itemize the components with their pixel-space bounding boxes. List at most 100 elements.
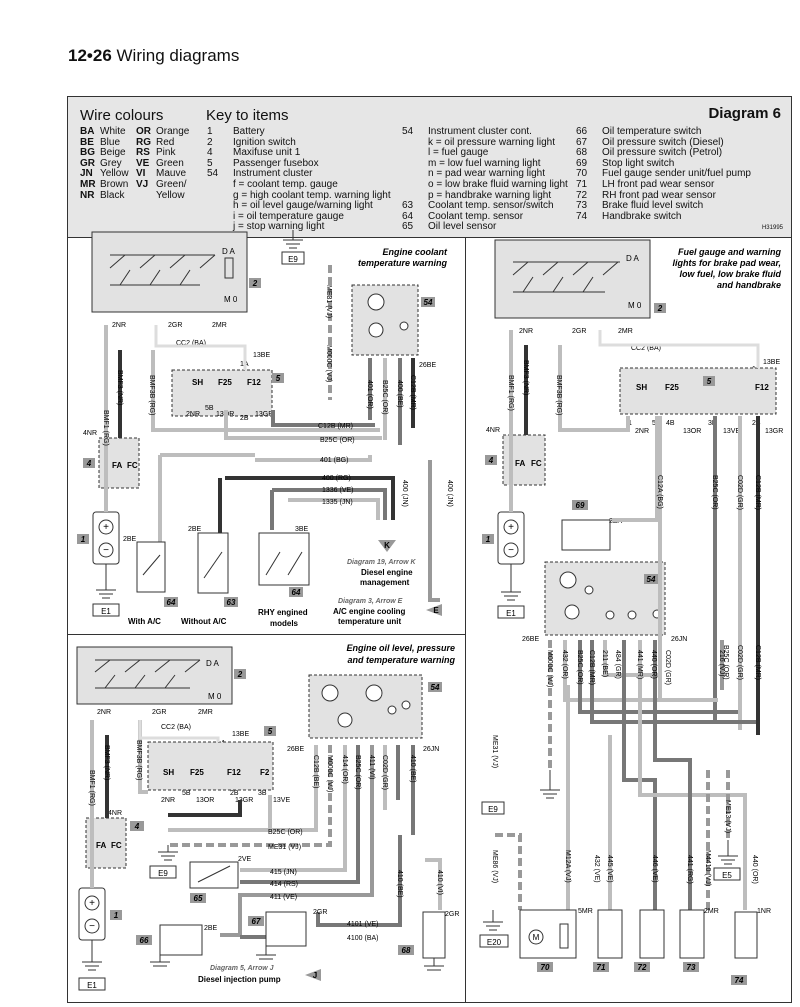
fusebox-a <box>171 369 273 417</box>
fuse-c-f2: F2 <box>260 768 270 777</box>
b-me13: ME13 (VJ) <box>724 800 731 833</box>
comp-5-b: 5 <box>707 377 712 386</box>
label: Brown <box>100 178 129 190</box>
c-e9: E9 <box>158 869 168 878</box>
c-13ve: 13VE <box>273 797 290 804</box>
c-arrow-j: J <box>313 971 317 980</box>
b-5mr: 5MR <box>578 908 593 915</box>
c-5b: 5B <box>182 790 191 797</box>
sensor-64-a <box>136 541 166 593</box>
ign-c-m0: M 0 <box>208 692 222 701</box>
a-400jn-v: 400 (JN) <box>401 480 408 507</box>
c-4nr: 4NR <box>108 810 122 817</box>
a-note2c: temperature unit <box>338 617 401 626</box>
fuse-b-sh: SH <box>636 383 647 392</box>
b-c02d3: C02D (GR) <box>664 650 671 685</box>
label: Oil level sensor <box>428 221 497 233</box>
instrument-cluster-a <box>351 284 419 356</box>
fusebox-b <box>619 367 777 415</box>
brake-fluid-switch <box>679 909 705 959</box>
c-2gr: 2GR <box>152 709 166 716</box>
a-arrow-e: E <box>433 606 439 615</box>
label: Handbrake switch <box>602 210 682 222</box>
oil-title-2: and temperature warning <box>347 655 455 665</box>
b-2nr: 2NR <box>519 328 533 335</box>
items2-row: m = low fuel warning light <box>402 157 568 170</box>
c-c02d: C02D (GR) <box>381 755 388 790</box>
wires2-row: Yellow <box>136 190 189 202</box>
c-2nr-b: 2NR <box>161 797 175 804</box>
label: Red <box>156 136 175 148</box>
svg-text:+: + <box>508 522 514 533</box>
pad-sensor-rh <box>639 909 665 959</box>
code: 72 <box>576 189 588 201</box>
a-2nr-b: 2NR <box>186 411 200 418</box>
items1-row: f = coolant temp. gauge <box>207 178 391 191</box>
c-b25c-h: B25C (OR) <box>268 829 303 836</box>
items1-row: g = high coolant temp. warning light <box>207 190 391 202</box>
items1-row: h = oil level gauge/warning light <box>207 200 391 212</box>
instrument-cluster-b <box>544 561 666 636</box>
b-c02d2: C02D (GR) <box>736 645 743 680</box>
label: f = coolant temp. gauge <box>233 178 338 190</box>
comp-68: 68 <box>402 946 411 955</box>
page-title: Wiring diagrams <box>116 46 240 65</box>
c-415: 415 (JN) <box>270 869 297 876</box>
label: Brake fluid level switch <box>602 200 704 212</box>
b-440or: 440 (OR) <box>751 855 758 884</box>
oil-title-1: Engine oil level, pressure <box>346 643 455 653</box>
code: 5 <box>207 157 213 169</box>
code: 64 <box>402 210 414 222</box>
c-2gr2: 2GR <box>313 909 327 916</box>
b-e1: E1 <box>506 609 516 618</box>
maxi-a-fc: FC <box>127 461 138 470</box>
a-b25c-h: B25C (OR) <box>320 437 355 444</box>
page-header: 12•26 Wiring diagrams <box>68 46 239 66</box>
items1-row: i = oil temperature gauge <box>207 210 391 223</box>
panel-divider-horizontal <box>68 634 465 635</box>
oil-pressure-switch-petrol <box>422 911 446 959</box>
a-note1c: management <box>360 578 410 587</box>
c-me31-h: ME31 (VJ) <box>268 844 301 851</box>
b-bmf3b: BMF3B (RG) <box>555 375 562 415</box>
fuse-a-f12: F12 <box>247 378 261 387</box>
coolant-title-2: temperature warning <box>358 258 448 268</box>
label: i = oil temperature gauge <box>233 210 344 222</box>
code: BA <box>80 126 95 137</box>
b-cc2: CC2 (BA) <box>631 345 661 352</box>
a-2nr: 2NR <box>112 322 126 329</box>
label: m = low fuel warning light <box>428 157 541 169</box>
page-number: 12•26 <box>68 46 112 65</box>
b-432: 432 (OR) <box>561 650 568 679</box>
a-5b: 5B <box>205 405 214 412</box>
a-with-ac: With A/C <box>128 617 161 626</box>
comp-69: 69 <box>576 501 585 510</box>
code: 73 <box>576 200 588 212</box>
c-e1: E1 <box>87 981 97 990</box>
sensor-63 <box>197 532 229 594</box>
label: l = fuel gauge <box>428 147 489 159</box>
b-4nr: 4NR <box>486 427 500 434</box>
b-13gr: 13GR <box>765 428 783 435</box>
label: Coolant temp. sensor/switch <box>428 200 554 212</box>
comp-2-b: 2 <box>657 304 663 313</box>
code: RS <box>136 147 150 159</box>
c-3b: 3B <box>258 790 267 797</box>
label: Pink <box>156 147 176 159</box>
b-me31: ME31 (VJ) <box>491 735 498 768</box>
label: o = low brake fluid warning light <box>428 178 568 190</box>
comp-66: 66 <box>140 936 149 945</box>
code: 63 <box>402 200 414 212</box>
code: NR <box>80 189 95 201</box>
label: Mauve <box>156 168 187 180</box>
c-note: Diagram 5, Arrow J <box>210 965 275 972</box>
b-441: 441 (MR) <box>636 650 643 679</box>
